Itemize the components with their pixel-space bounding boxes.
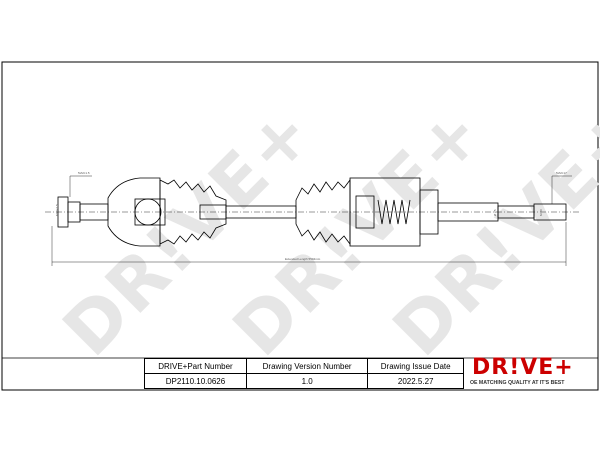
right-thread [533, 203, 567, 221]
brand-logo: DR!VE+ OE MATCHING QUALITY AT IT'S BEST [466, 355, 596, 388]
header-version: Drawing Version Number [245, 358, 369, 374]
outer-cv-hub [134, 198, 166, 226]
outer-boot [159, 179, 227, 245]
sheet-border [1, 61, 599, 391]
header-part-number: DRIVE+Part Number [144, 358, 247, 374]
value-part-number: DP2110.10.0626 [144, 373, 247, 389]
dim-right-mid1-label: Ø 25 [493, 209, 497, 216]
value-issue-date: 2022.5.27 [367, 373, 464, 389]
dim-right-mid2-label: M 20 [539, 209, 543, 216]
dim-left-top-label: 5xM×1.5 [78, 171, 90, 175]
dim-left-side-label: M20×1.5 [55, 204, 59, 216]
outer-cv-housing [107, 177, 161, 247]
value-version: 1.0 [245, 373, 369, 389]
logo-wordmark: DR!VE+ [472, 355, 574, 380]
inner-spring [377, 199, 411, 225]
dim-right-top-label: 5xM×17 [556, 171, 567, 175]
title-block-header-row: DRIVE+Part Number Drawing Version Number… [144, 358, 464, 374]
inner-tripod [355, 195, 375, 229]
dim-total-label: Extended Length 5594mm [285, 257, 321, 261]
title-block: DRIVE+Part Number Drawing Version Number… [144, 358, 464, 389]
title-block-value-row: DP2110.10.0626 1.0 2022.5.27 [144, 373, 464, 389]
header-issue-date: Drawing Issue Date [367, 358, 464, 374]
logo-tagline: OE MATCHING QUALITY AT IT'S BEST [470, 380, 565, 386]
